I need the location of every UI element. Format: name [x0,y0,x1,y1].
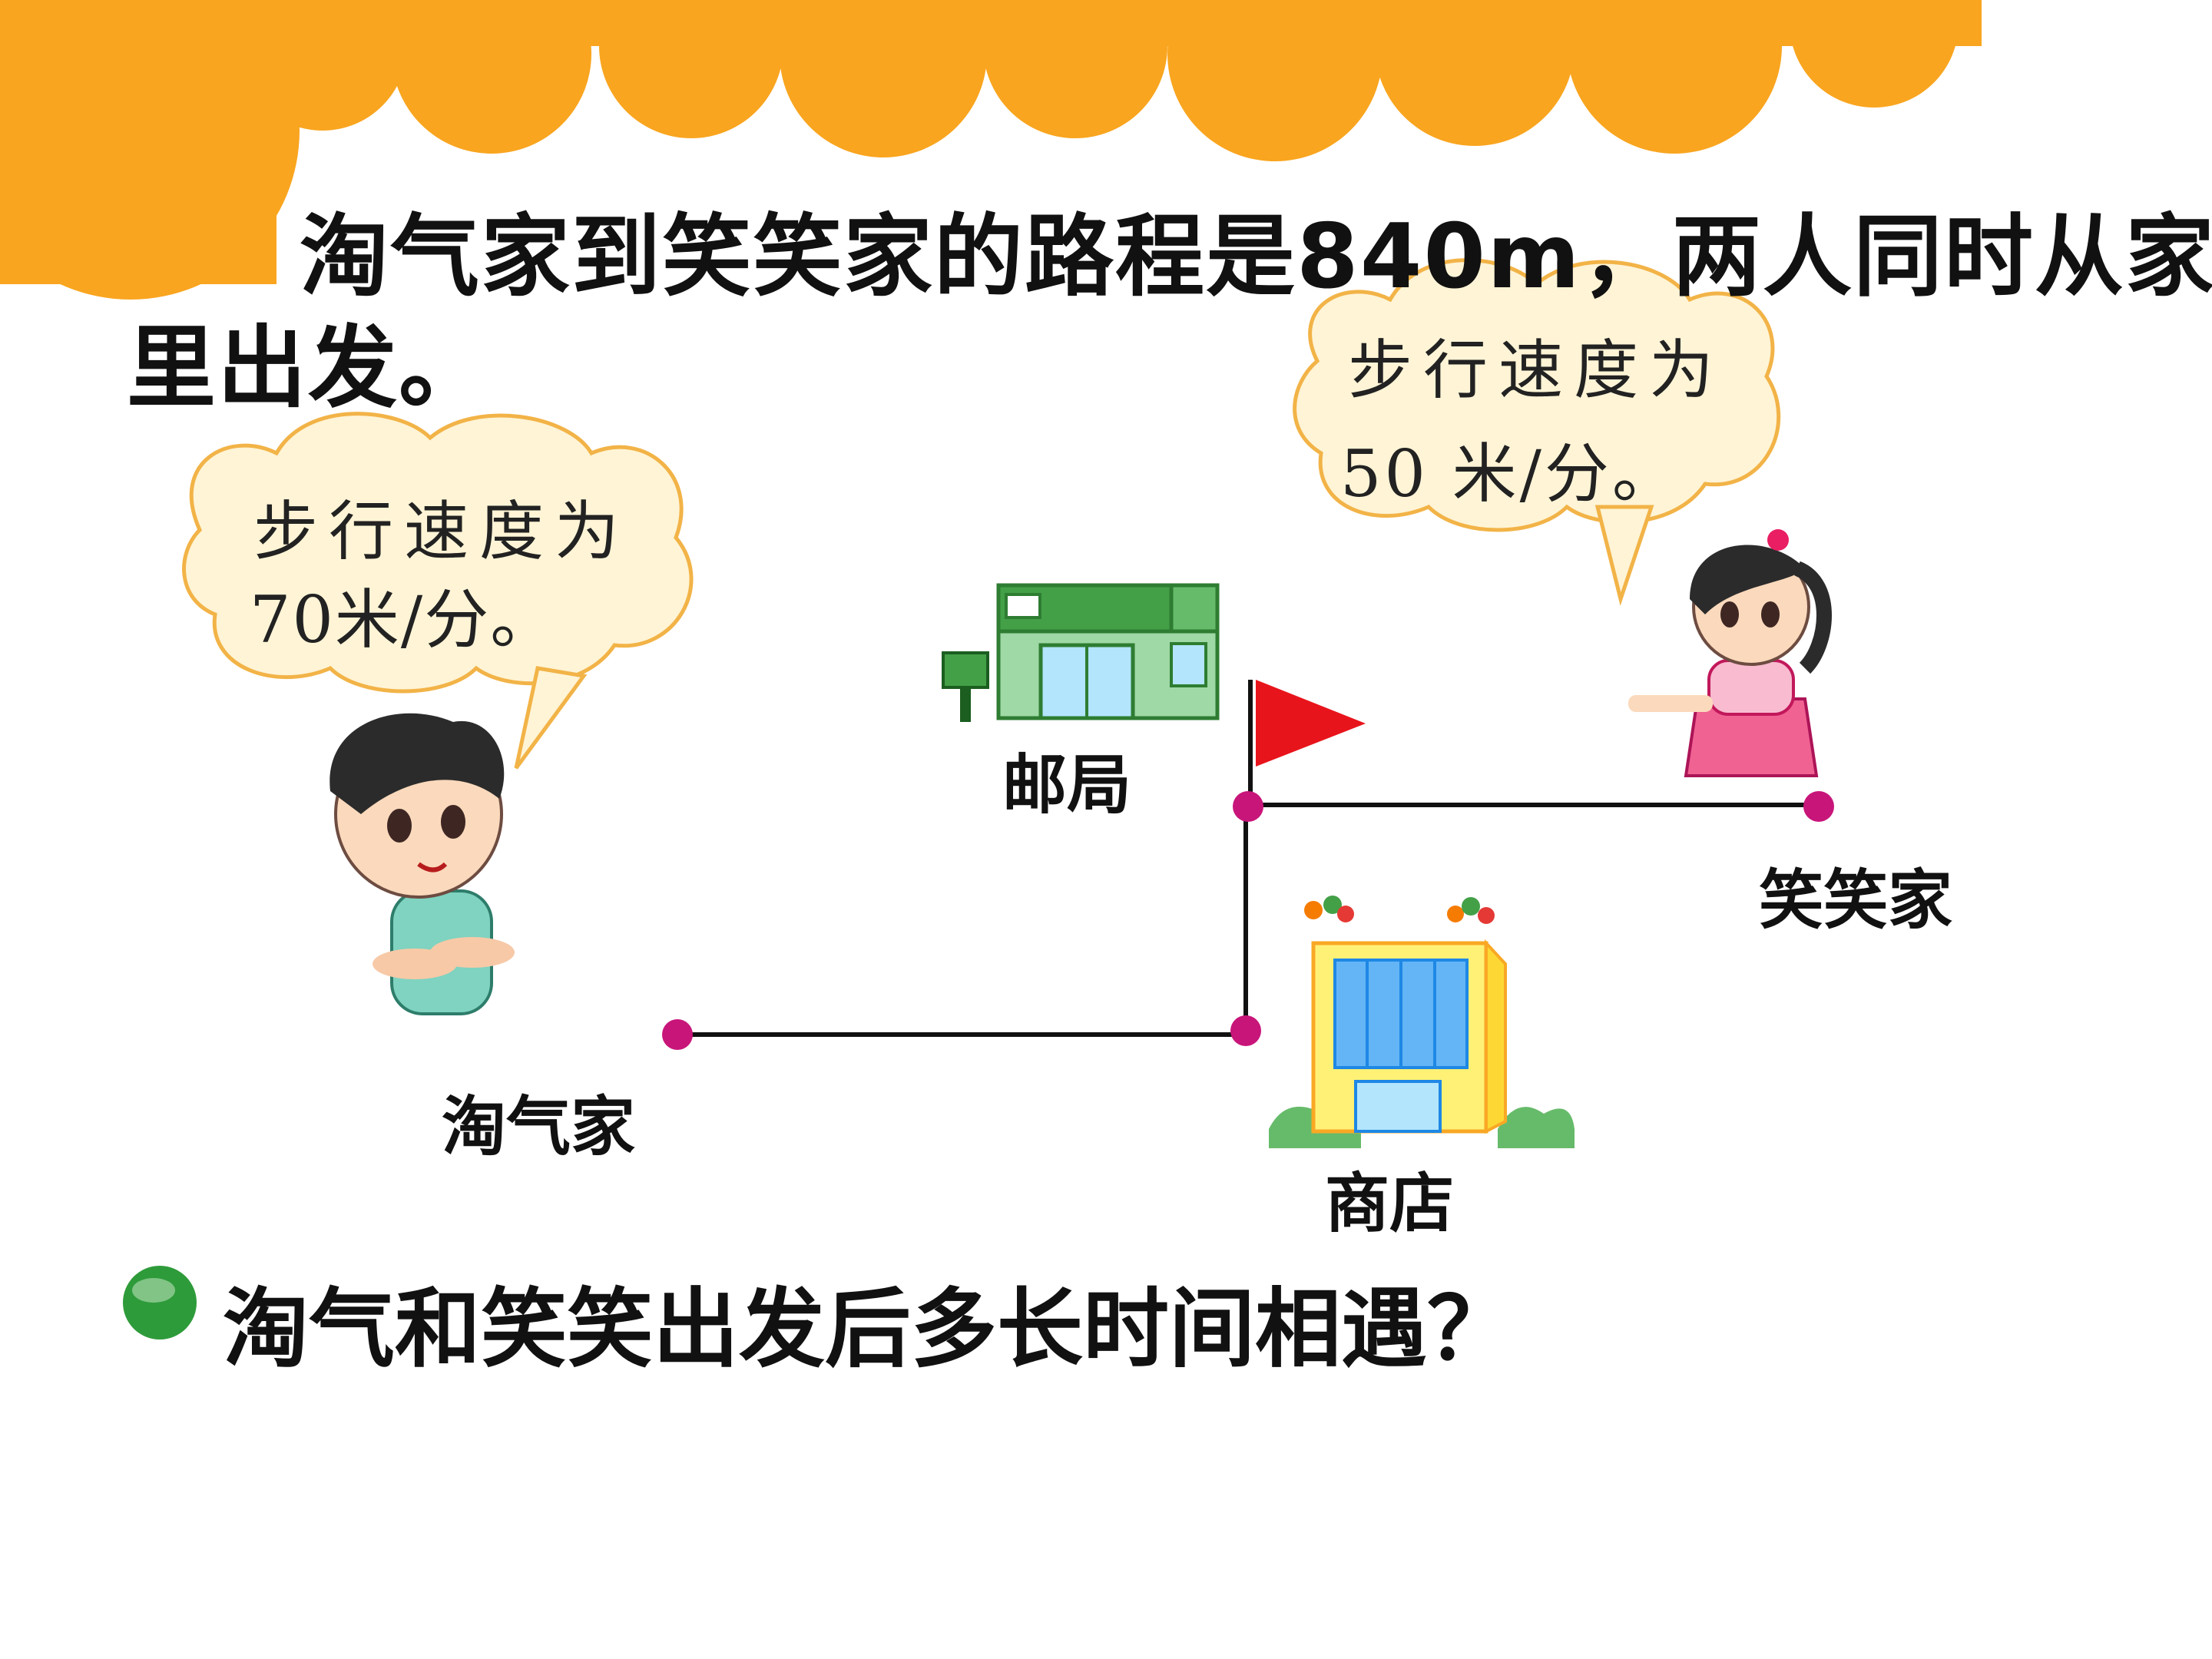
label-store: 商店 [1325,1166,1455,1241]
xiaoxiao-speech-line-1: 步行速度为 [1348,333,1725,408]
flag-icon [1256,680,1366,767]
route-points [662,791,1834,1050]
post-office-icon [942,583,1220,722]
label-post-office: 邮局 [1002,747,1132,823]
girl-xiaoxiao-avatar [1628,529,1832,777]
route-point-store-corner [1230,1015,1261,1046]
bullet-icon [123,1266,197,1339]
question-text: 淘气和笑笑出发后多长时间相遇？ [223,1280,1513,1379]
route [677,680,1819,1037]
speech-bubble-taoqi [182,412,694,770]
problem-text-line-1: 淘气家到笑笑家的路程是840m，两人同时从家 [300,205,2212,309]
taoqi-speech-line-1: 步行速度为 [253,494,631,569]
store-icon [1269,896,1575,1148]
problem-text-line-2: 里出发。 [127,316,489,420]
route-point-xiaoxiao-home [1803,791,1834,822]
cloud-banner [0,0,1982,300]
taoqi-speech-line-2: 70米/分。 [250,582,557,657]
xiaoxiao-speech-line-2: 50 米/分。 [1340,436,1680,512]
speech-bubble-xiaoxiao [1293,258,1781,606]
label-xiaoxiao-home: 笑笑家 [1759,863,1953,938]
boy-taoqi-avatar [329,713,515,1015]
route-point-flag-corner [1233,791,1263,822]
label-taoqi-home: 淘气家 [442,1089,636,1164]
route-point-taoqi-home [662,1019,693,1050]
